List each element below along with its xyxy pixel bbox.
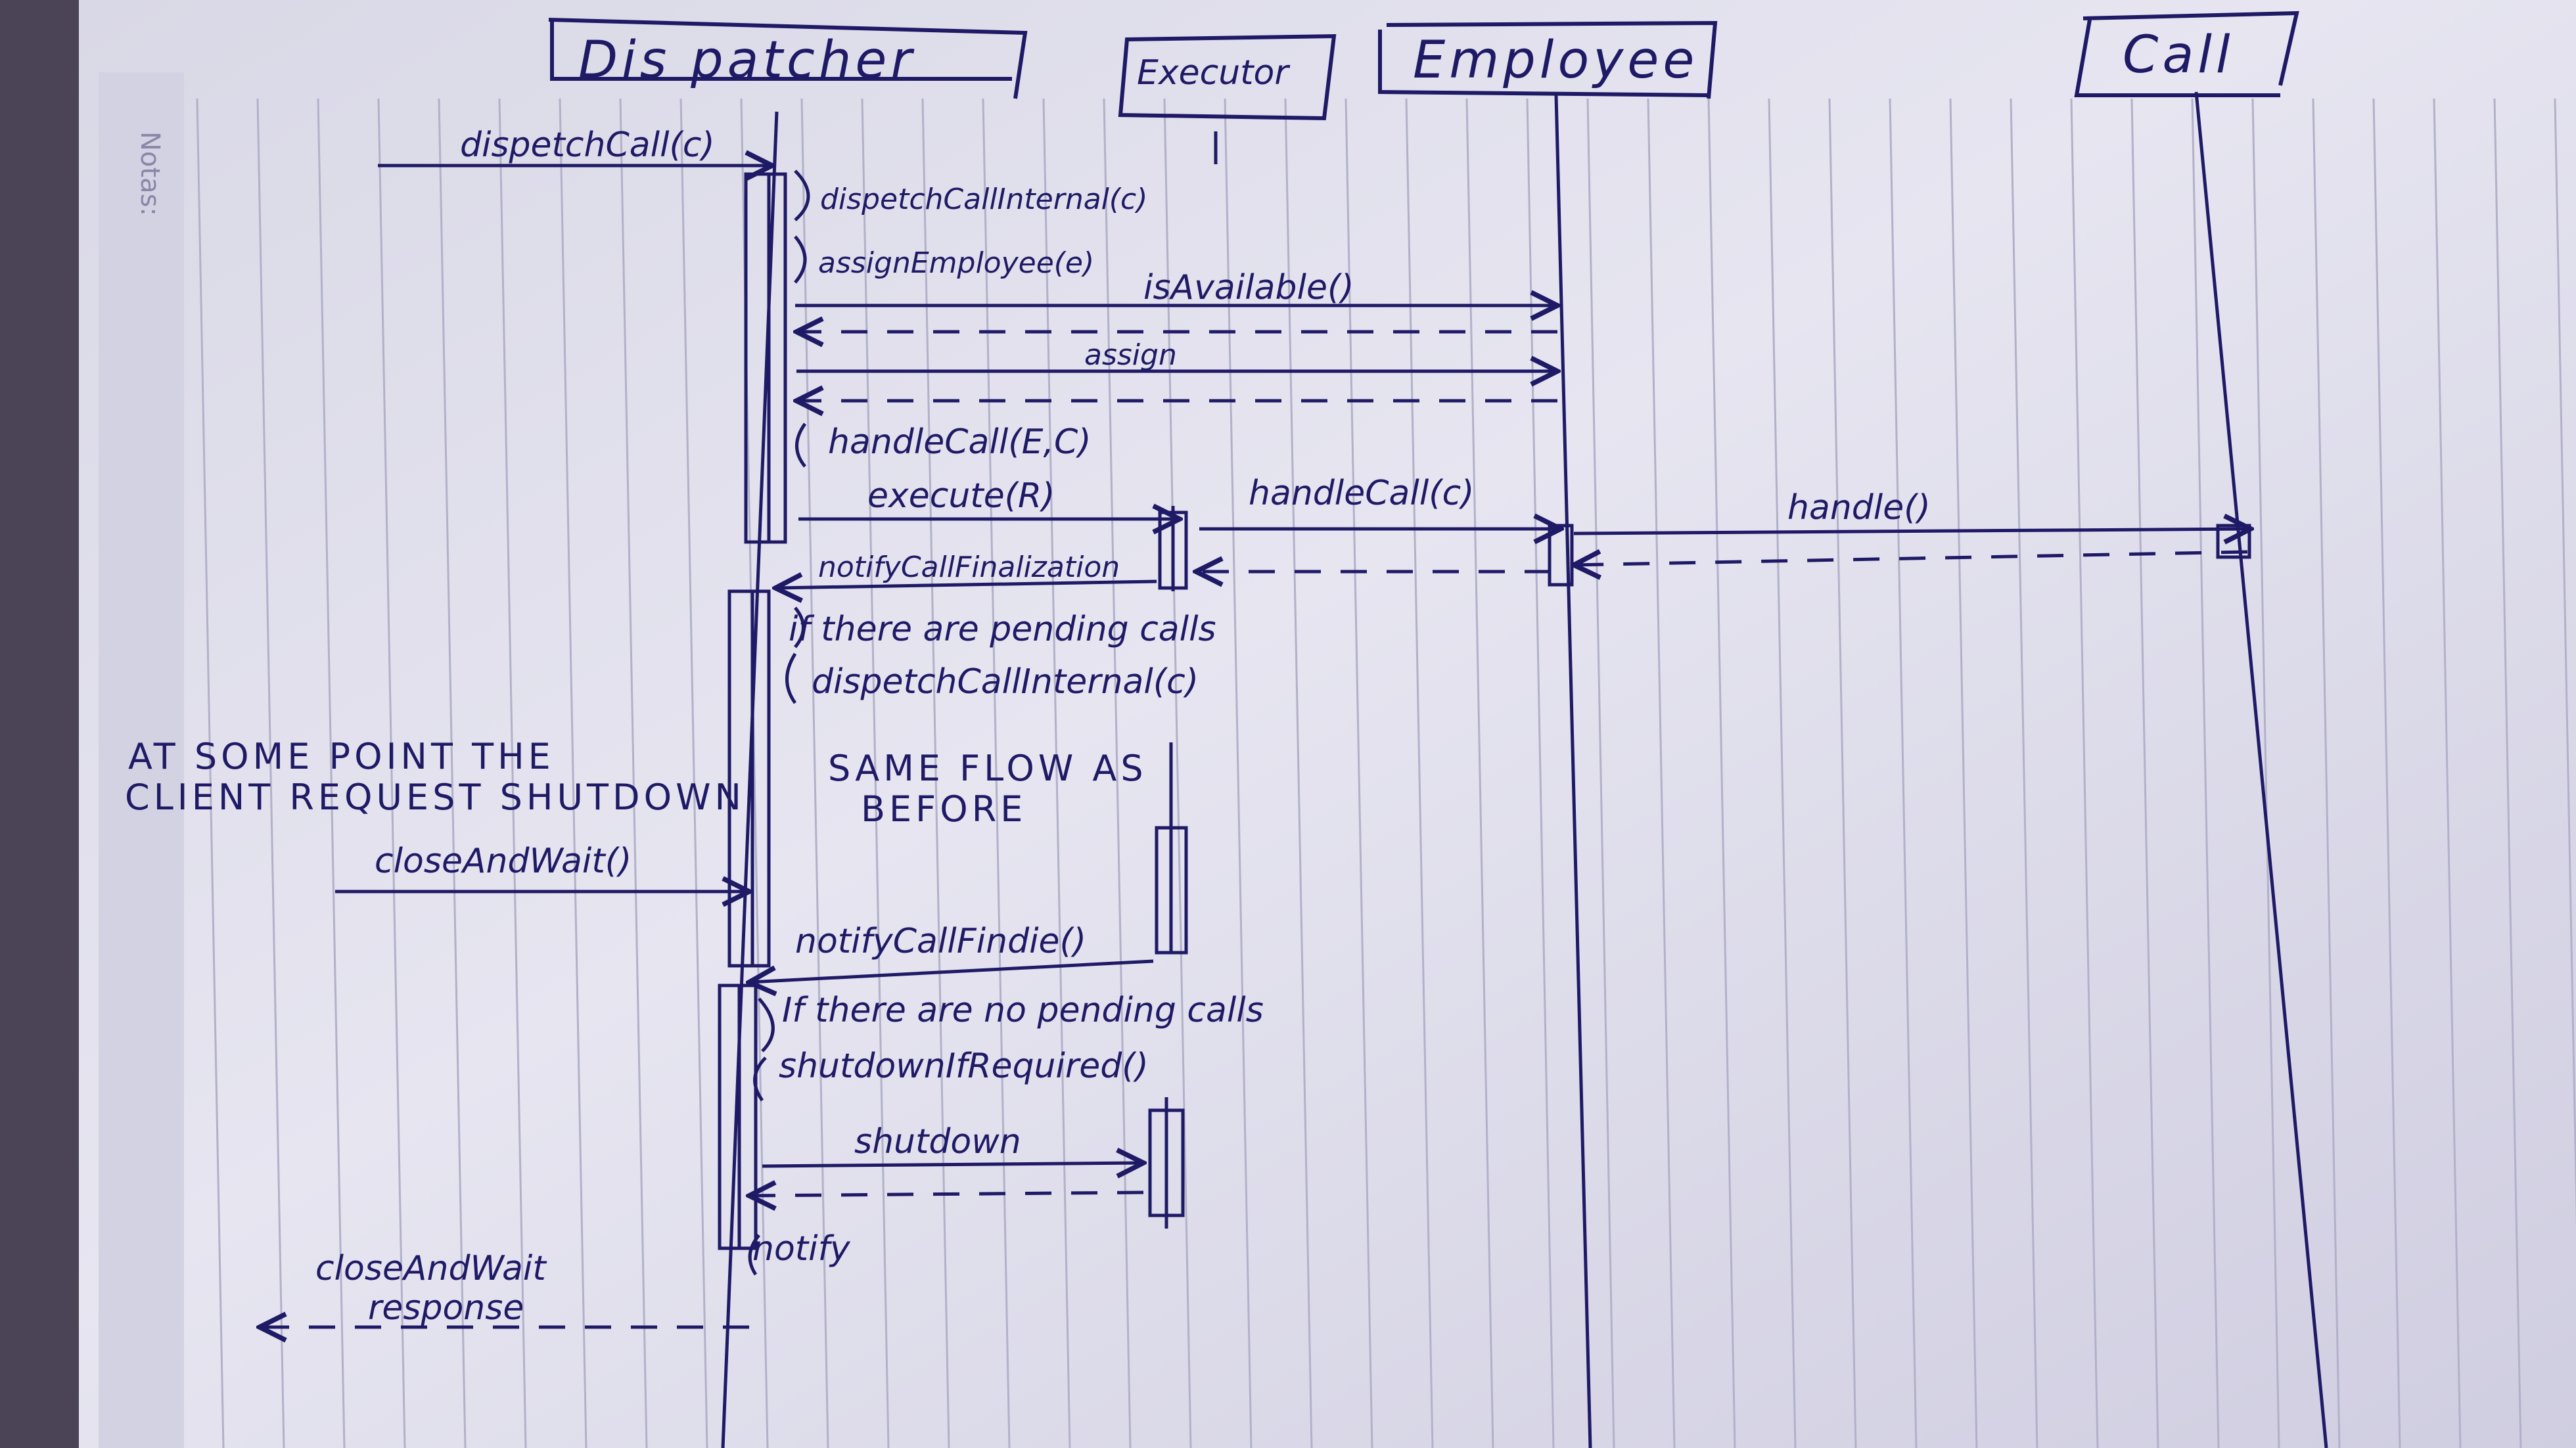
label-closeandwait-response-2: response <box>368 1288 524 1328</box>
ruled-line <box>1163 98 1192 1448</box>
participant-call: Call <box>2074 11 2299 97</box>
call-label: Call <box>2123 26 2234 85</box>
ruled-line <box>2191 98 2220 1448</box>
label-handle: handle() <box>1787 488 1931 528</box>
note-client-line1: AT SOME POINT THE <box>128 736 555 777</box>
label-if-pending: if there are pending calls <box>789 610 1216 649</box>
self-call-assignemployee <box>794 235 807 284</box>
ruled-line <box>1828 98 1857 1448</box>
self-call-dispatchcallinternal-2 <box>785 652 797 704</box>
label-dispatchcallinternal-2: dispetchCallInternal(c) <box>812 662 1199 702</box>
dispatcher-label: Dis patcher <box>578 31 915 90</box>
ruled-line <box>1889 98 1918 1448</box>
call-lifeline <box>2194 91 2328 1448</box>
ruled-line <box>317 98 346 1448</box>
message-labels: dispetchCall(c) dispetchCallInternal(c) … <box>315 125 1931 1328</box>
label-notifycallfinalization: notifyCallFinalization <box>818 551 1120 584</box>
employee-lifeline <box>1554 95 1592 1448</box>
ruled-line <box>438 98 467 1448</box>
label-isavailable: isAvailable() <box>1143 268 1354 307</box>
label-shutdown: shutdown <box>854 1122 1021 1162</box>
margin-column: Notas: <box>99 72 184 1448</box>
arrow-shutdown-return <box>749 1192 1144 1196</box>
note-sameflow-line2: BEFORE <box>861 788 1026 830</box>
employee-label: Employee <box>1413 31 1698 90</box>
label-handlecall-employee: handleCall(c) <box>1249 474 1474 513</box>
label-notify: notify <box>752 1229 851 1269</box>
label-closeandwait: closeAndWait() <box>375 842 632 881</box>
label-assign: assign <box>1084 338 1177 372</box>
ruled-line <box>982 98 1011 1448</box>
message-arrows <box>260 166 2251 1327</box>
participant-employee: Employee <box>1378 20 1718 99</box>
label-notifycallfindie: notifyCallFindie() <box>795 922 1086 961</box>
arrow-handle-return <box>1574 552 2248 565</box>
ruled-line <box>1768 98 1797 1448</box>
ruled-line <box>2130 98 2159 1448</box>
participant-executor: Executor <box>1118 34 1337 121</box>
label-execute: execute(R) <box>867 476 1055 516</box>
label-closeandwait-response-1: closeAndWait <box>315 1249 547 1288</box>
ruled-line <box>619 98 648 1448</box>
note-sameflow-line1: SAME FLOW AS <box>828 748 1147 789</box>
ruled-line <box>1707 98 1736 1448</box>
margin-note-label: Notas: <box>135 131 165 216</box>
note-client-line2: CLIENT REQUEST SHUTDOWN <box>125 777 745 818</box>
self-call-pending <box>794 606 805 648</box>
label-dispatchcallinternal: dispetchCallInternal(c) <box>820 183 1147 216</box>
arrow-notifycallfindie <box>749 959 1154 982</box>
ruled-lines <box>196 98 2576 1448</box>
ruled-line <box>2251 98 2280 1448</box>
ruled-line <box>2010 98 2038 1448</box>
ruled-line <box>559 98 587 1448</box>
arrow-handle <box>1573 529 2251 533</box>
ruled-line <box>1465 98 1494 1448</box>
ruled-line <box>1405 98 1434 1448</box>
self-call-handlecall <box>795 422 807 468</box>
ruled-line <box>196 98 225 1448</box>
ruled-line <box>921 98 950 1448</box>
ruled-line <box>498 98 527 1448</box>
arrow-notifycallfinalization <box>775 581 1157 588</box>
ruled-line <box>256 98 285 1448</box>
annotations: SAME FLOW AS BEFORE AT SOME POINT THE CL… <box>125 736 1147 830</box>
self-call-shutdownifrequired <box>753 1056 767 1102</box>
ruled-line <box>2433 98 2462 1448</box>
ruled-line <box>1224 98 1253 1448</box>
self-call-brackets <box>748 170 810 1276</box>
ruled-line <box>861 98 890 1448</box>
ruled-line <box>377 98 406 1448</box>
executor-label: Executor <box>1137 53 1291 93</box>
ruled-line <box>2554 98 2576 1229</box>
label-no-pending: If there are no pending calls <box>782 991 1264 1030</box>
arrow-shutdown <box>762 1163 1143 1166</box>
ruled-line <box>2312 98 2341 1448</box>
ruled-line <box>2070 98 2099 1448</box>
ruled-line <box>1647 98 1676 1448</box>
label-handlecall-internal: handleCall(E,C) <box>828 422 1092 462</box>
self-call-nopending <box>758 997 775 1052</box>
ruled-line <box>1345 98 1373 1448</box>
ruled-line <box>1103 98 1132 1448</box>
label-dispatchcall: dispetchCall(c) <box>460 125 715 165</box>
self-call-dispatchcallinternal <box>794 170 810 221</box>
label-assignemployee: assignEmployee(e) <box>818 246 1094 280</box>
ruled-line <box>1042 98 1071 1448</box>
ruled-line <box>2372 98 2401 1448</box>
ruled-line <box>1949 98 1978 1448</box>
ruled-line <box>2493 98 2522 1448</box>
ruled-line <box>1284 98 1313 1448</box>
label-shutdownifrequired: shutdownIfRequired() <box>779 1047 1149 1086</box>
participant-dispatcher: Dis patcher <box>548 18 1028 99</box>
ruled-line <box>1526 98 1555 1448</box>
self-call-notify <box>748 1234 760 1276</box>
ruled-line <box>679 98 708 1448</box>
ruled-line <box>1586 98 1615 1448</box>
notebook-paper: Notas: <box>79 0 2576 1448</box>
